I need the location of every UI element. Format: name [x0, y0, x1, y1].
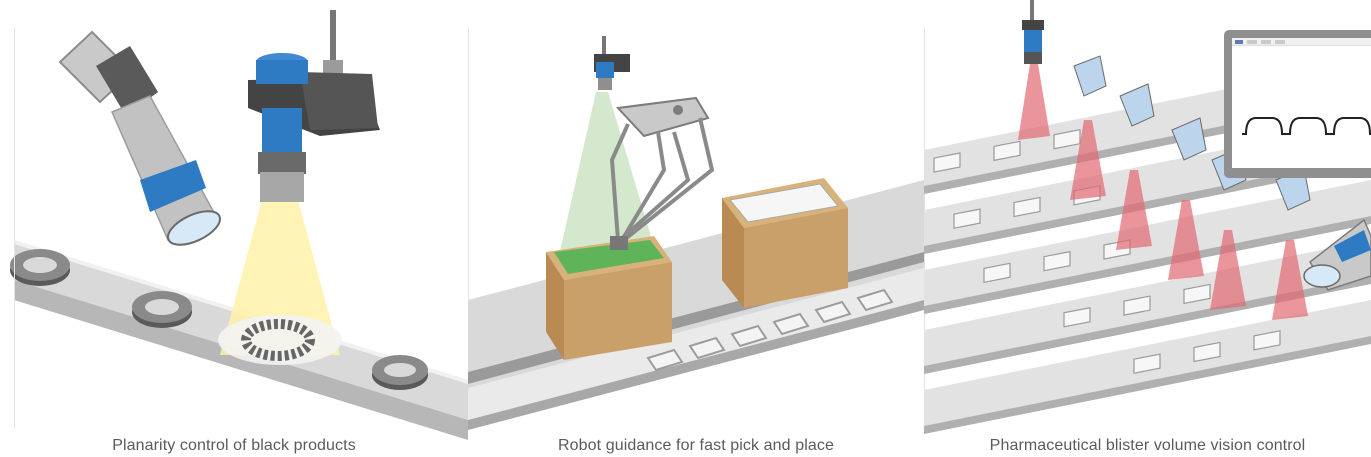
caption-robot-guidance: Robot guidance for fast pick and place — [558, 437, 834, 454]
yellow-light-beam — [220, 200, 340, 355]
monitor-toolbar — [1232, 38, 1371, 46]
ring-part-inspected — [241, 319, 315, 361]
caption-blister-vision: Pharmaceutical blister volume vision con… — [989, 437, 1306, 454]
profile-waveform — [1242, 117, 1371, 135]
monitor-screen — [1232, 38, 1371, 168]
vertical-camera-icon — [248, 10, 380, 202]
panel-divider — [14, 28, 15, 428]
caption-planarity: Planarity control of black products — [112, 437, 356, 454]
panel-planarity: Planarity control of black products — [0, 0, 468, 457]
delta-robot-icon — [609, 96, 715, 250]
vertical-camera-icon — [594, 36, 630, 90]
ring-part-2 — [132, 291, 192, 328]
ring-part-1 — [10, 249, 70, 286]
empty-blister-slots — [646, 288, 894, 372]
planarity-scene — [10, 10, 468, 440]
conveyor-belt — [468, 180, 924, 430]
blister-packs — [933, 128, 1281, 374]
panel-divider — [468, 28, 469, 428]
cardboard-box-icon — [546, 236, 672, 360]
angled-camera-icon — [1303, 218, 1371, 291]
monitor-clip — [1224, 30, 1371, 180]
panel-robot-guidance: Robot guidance for fast pick and place — [468, 0, 924, 457]
monitor-icon — [1224, 30, 1371, 178]
robot-scene — [468, 36, 924, 430]
ring-part-3 — [372, 355, 428, 390]
angled-camera-icon — [58, 30, 221, 246]
cardboard-box-icon — [722, 178, 848, 308]
red-laser-beams — [1018, 64, 1308, 320]
laser-camera-icon — [1022, 0, 1044, 64]
